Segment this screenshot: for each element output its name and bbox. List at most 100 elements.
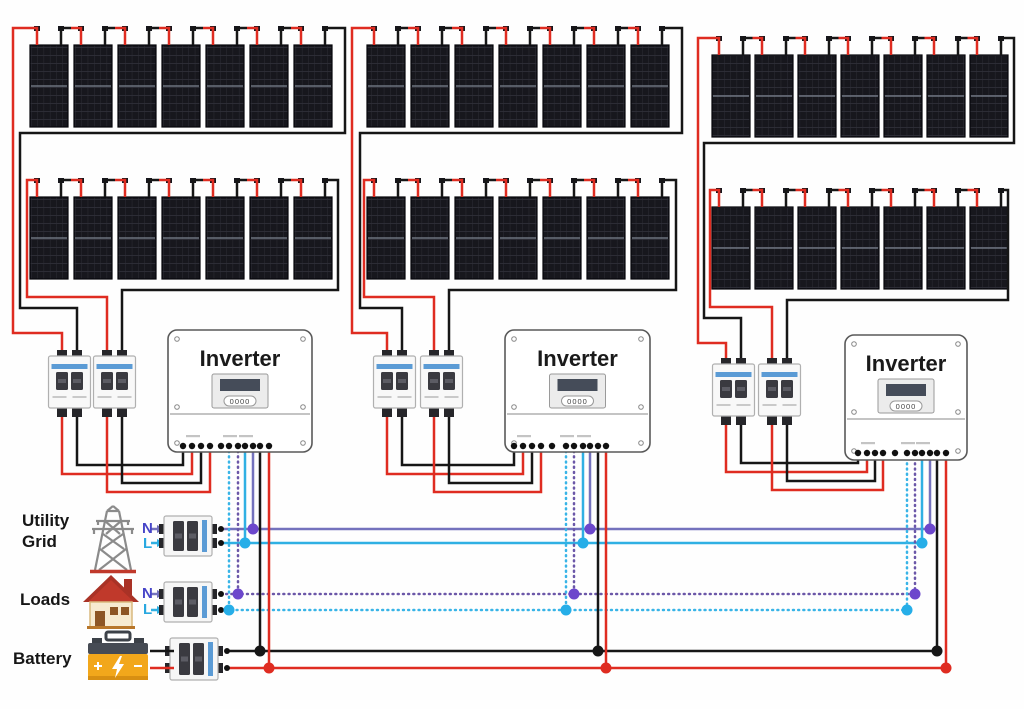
string-bridge-wire (540, 26, 552, 45)
string-bridge-wire (924, 188, 936, 207)
pv-string-wire (358, 26, 684, 352)
junction-dot (577, 537, 589, 549)
string-bridge-wire (838, 188, 850, 207)
breaker-handle-notch (430, 379, 438, 383)
pv-string-wire (447, 178, 678, 352)
terminal-marking (916, 442, 930, 445)
breaker-terminal (117, 350, 127, 360)
inverter-screw (638, 404, 644, 410)
junction-dot (232, 588, 244, 600)
pv-string-wire (702, 36, 1016, 360)
inverter-display-value: 0000 (896, 402, 917, 411)
panel-midline (75, 85, 111, 87)
breaker-terminal (57, 350, 67, 360)
battery-breaker (165, 637, 230, 681)
loads-breaker (157, 581, 224, 623)
string-bridge-wire (191, 178, 203, 197)
breaker-marking (377, 396, 392, 398)
junction-dot (239, 537, 251, 549)
breaker-body (92, 355, 137, 409)
loads-neutral-label: N (142, 585, 153, 602)
terminal-marking (223, 435, 237, 438)
panel-midline (713, 95, 749, 97)
inverter-terminal (579, 442, 587, 450)
breaker-marking (762, 404, 777, 406)
panel-midline (456, 237, 492, 239)
breaker-terminal (209, 589, 217, 599)
inverter-terminal (863, 449, 871, 457)
panel-midline (971, 95, 1007, 97)
breaker-marking (52, 396, 67, 398)
breaker-terminal (209, 538, 217, 548)
inverter-terminal (537, 442, 545, 450)
inverter-terminal (903, 449, 911, 457)
breaker-handle-notch (103, 379, 111, 383)
breaker-body (419, 355, 464, 409)
breaker-terminal (397, 408, 407, 417)
string-bridge-wire (159, 26, 171, 45)
panel-midline (971, 247, 1007, 249)
dc-breaker (711, 358, 756, 425)
string-bridge-wire (452, 26, 464, 45)
terminal-marking (577, 435, 591, 438)
terminal-marking (901, 442, 915, 445)
inverter-screw (638, 336, 644, 342)
inverter-terminal (197, 442, 205, 450)
string-bridge-wire (528, 26, 540, 45)
inverter-screw (300, 404, 306, 410)
inverter-display-value: 0000 (230, 397, 251, 406)
breaker-handle-notch (398, 379, 406, 383)
junction-dot (584, 523, 596, 535)
panel-midline (412, 85, 448, 87)
pv-link-wire (785, 425, 877, 483)
breaker-marking (424, 396, 439, 398)
pv-string-wire (11, 26, 64, 352)
string-bridge-wire (572, 26, 584, 45)
string-bridge-wire (924, 36, 936, 55)
string-bridge-wire (408, 178, 420, 197)
grid-neutral-label: N (142, 520, 153, 537)
panel-midline (588, 237, 624, 239)
panel-midline (31, 85, 67, 87)
string-bridge-wire (881, 36, 893, 55)
panel-midline (842, 247, 878, 249)
grid-breaker (157, 515, 224, 557)
breaker-terminal (429, 350, 439, 360)
inverter-screw (851, 341, 857, 347)
inverter-terminal (510, 442, 518, 450)
breaker-terminal (159, 605, 167, 615)
string-bridge-wire (741, 188, 753, 207)
inverter-terminal (206, 442, 214, 450)
breaker-terminal (444, 350, 454, 360)
breaker-marking (782, 404, 797, 406)
breaker-terminal (72, 408, 82, 417)
junction-dot (223, 604, 235, 616)
pv-string-wire (708, 188, 774, 360)
string-bridge-wire (584, 26, 596, 45)
panel-midline (295, 85, 331, 87)
dc-breaker (757, 358, 802, 425)
string-bridge-wire (616, 178, 628, 197)
inverter-terminal (854, 449, 862, 457)
breaker-terminal (782, 416, 792, 425)
pv-string-wire (785, 188, 1010, 360)
breaker-handle-notch (722, 387, 730, 391)
breaker-stripe (96, 364, 133, 369)
string-bridge-wire (795, 36, 807, 55)
string-bridge-wire (752, 36, 764, 55)
panel-midline (713, 247, 749, 249)
panel-midline (842, 95, 878, 97)
panel-midline (928, 95, 964, 97)
breaker-output-dot (218, 526, 224, 532)
string-bridge-wire (628, 26, 640, 45)
string-bridge-wire (628, 178, 640, 197)
pv-link-wire (739, 425, 860, 465)
panel-midline (251, 237, 287, 239)
terminal-marking (186, 435, 200, 438)
panel-midline (207, 85, 243, 87)
breaker-terminal (72, 350, 82, 360)
inverter-screw (638, 440, 644, 446)
breaker-stripe (715, 372, 752, 377)
inverter-screw (300, 440, 306, 446)
